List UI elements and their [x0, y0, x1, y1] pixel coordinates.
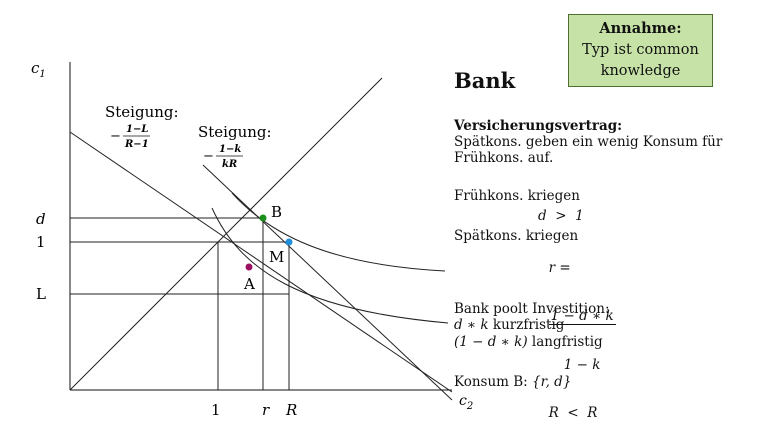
pool-short: d ∗ k kurzfristig	[454, 317, 565, 333]
late-formula: r = 1 − d ∗ k 1 − k R < R	[540, 244, 616, 421]
x-tick-R: R	[285, 401, 297, 419]
contract-title: Versicherungsvertrag:	[454, 118, 623, 134]
x-tick-1: 1	[211, 401, 221, 419]
consumption-B: Konsum B: {r, d}	[454, 374, 572, 390]
early-formula: d > 1	[538, 208, 584, 224]
y-axis-label: c1	[31, 59, 46, 80]
y-tick-1: 1	[36, 233, 46, 251]
y-tick-d: d	[36, 210, 46, 228]
slope2-numerator: 1−k	[219, 144, 241, 155]
point-A-label: A	[243, 275, 255, 293]
pool-long: (1 − d ∗ k) langfristig	[454, 334, 603, 350]
y-tick-L: L	[36, 285, 46, 303]
assumption-line-1: Typ ist common	[582, 42, 699, 58]
point-A	[245, 263, 253, 271]
late-formula-fraction: 1 − d ∗ k 1 − k	[548, 276, 616, 405]
heading-bank: Bank	[454, 68, 516, 93]
x-axis-label: c2	[459, 393, 473, 412]
late-formula-denominator: 1 − k	[563, 357, 601, 373]
budget-line-2	[202, 164, 453, 401]
slope1-numerator: 1−L	[126, 124, 148, 135]
point-B-label: B	[271, 203, 282, 221]
early-label: Frühkons. kriegen	[454, 188, 580, 204]
slope2-label: Steigung:	[198, 123, 272, 141]
slope1-label: Steigung:	[105, 103, 179, 121]
point-M-label: M	[269, 248, 284, 266]
slope1-denominator: R−1	[124, 139, 149, 150]
assumption-line-2: knowledge	[600, 63, 681, 79]
x-tick-r: r	[262, 401, 270, 419]
point-M	[285, 238, 293, 246]
indifference-curve-upper	[231, 192, 446, 272]
budget-line-1	[69, 131, 453, 393]
late-formula-rhs: R < R	[548, 405, 598, 421]
assumption-title: Annahme:	[599, 20, 682, 37]
late-label: Spätkons. kriegen	[454, 228, 579, 244]
slope2-denominator: kR	[222, 159, 237, 170]
late-formula-lhs: r =	[548, 260, 571, 276]
point-B	[259, 214, 267, 222]
slope2-minus: −	[203, 149, 214, 164]
contract-line-1: Spätkons. geben ein wenig Konsum für	[454, 134, 723, 150]
contract-line-2: Frühkons. auf.	[454, 150, 554, 166]
assumption-box: Annahme: Typ ist common knowledge	[568, 14, 713, 87]
pool-title: Bank poolt Investition:	[454, 301, 610, 317]
diagonal-45-line	[69, 77, 383, 391]
indifference-curve-lower	[211, 207, 449, 324]
slope1-minus: −	[110, 129, 121, 144]
